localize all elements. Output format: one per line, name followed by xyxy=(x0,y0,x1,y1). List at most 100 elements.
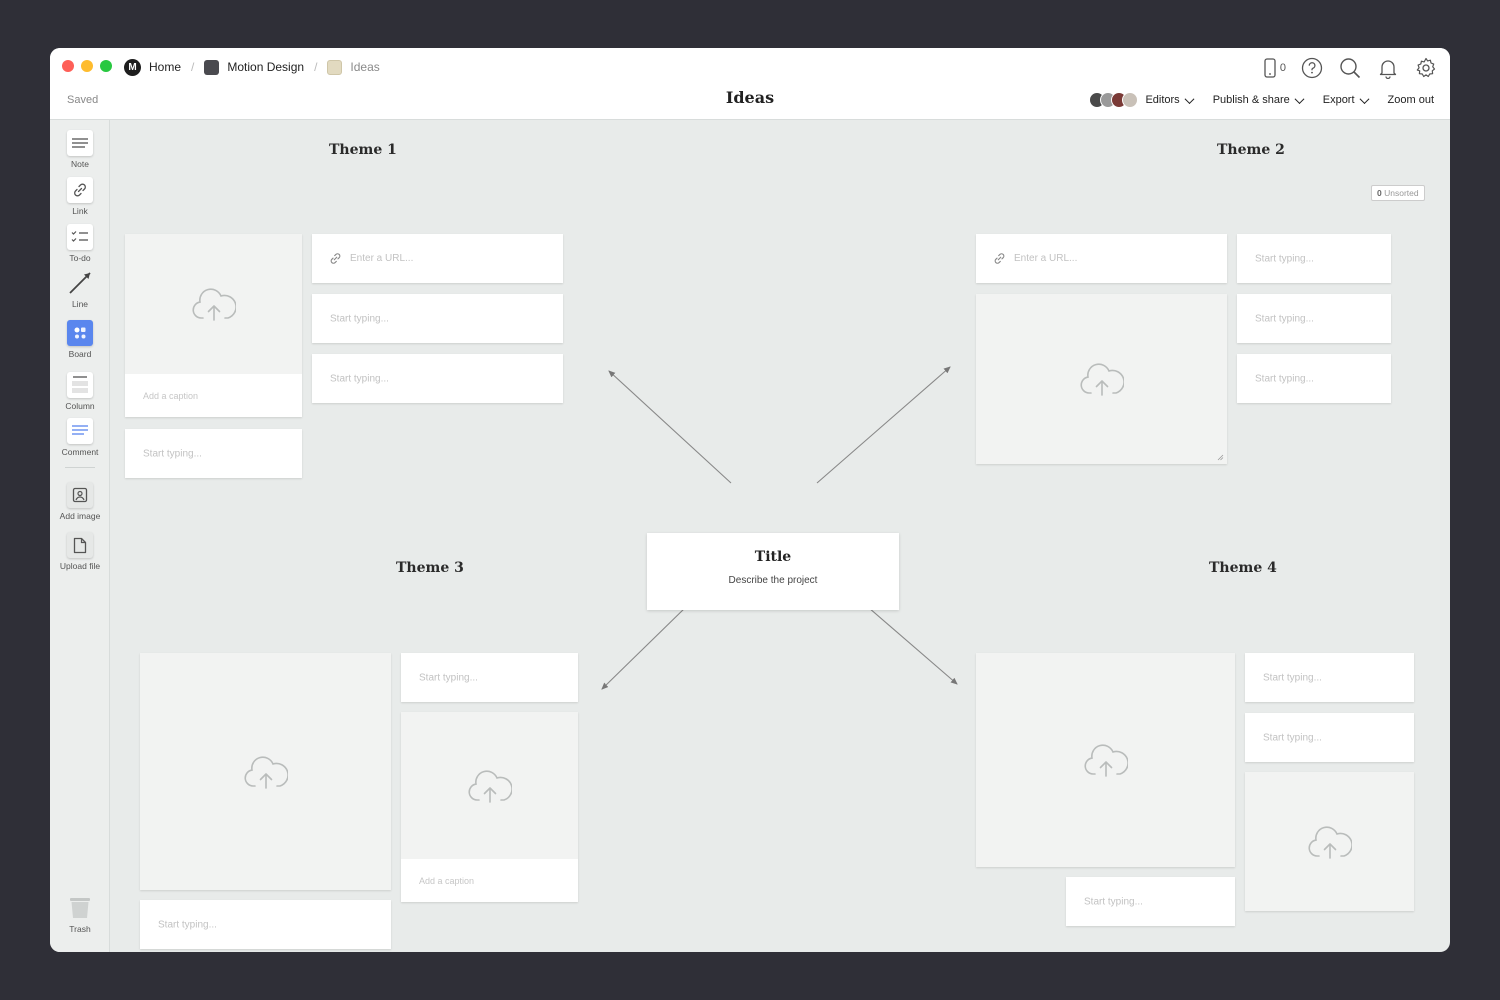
unsorted-badge[interactable]: 0 Unsorted xyxy=(1371,185,1425,201)
resize-handle-icon[interactable] xyxy=(1217,454,1224,461)
link-icon xyxy=(330,253,341,264)
breadcrumb-motion-design[interactable]: Motion Design xyxy=(204,59,304,75)
theme-1-title[interactable]: Theme 1 xyxy=(329,142,397,158)
tool-line[interactable]: Line xyxy=(50,270,110,309)
note-card[interactable]: Start typing... xyxy=(1237,354,1391,403)
note-card[interactable]: Start typing... xyxy=(1245,713,1414,762)
note-placeholder: Start typing... xyxy=(419,672,478,683)
phone-icon xyxy=(1264,58,1276,78)
caption-placeholder: Add a caption xyxy=(419,875,475,886)
board-title[interactable]: Ideas xyxy=(725,88,775,107)
image-card[interactable] xyxy=(140,653,391,890)
settings-button[interactable] xyxy=(1414,56,1438,80)
breadcrumb-home[interactable]: M Home xyxy=(124,58,181,76)
center-title-card[interactable]: Title Describe the project xyxy=(647,533,899,610)
note-placeholder: Start typing... xyxy=(1255,373,1314,384)
breadcrumb-ideas-label: Ideas xyxy=(350,60,380,74)
note-card[interactable]: Start typing... xyxy=(1237,294,1391,343)
tool-comment[interactable]: Comment xyxy=(50,418,110,457)
maximize-window-button[interactable] xyxy=(100,60,112,72)
chevron-down-icon xyxy=(1359,93,1369,104)
tool-board[interactable]: Board xyxy=(50,320,110,359)
caption-field[interactable]: Add a caption xyxy=(125,374,302,417)
board-canvas[interactable]: 0 Unsorted Theme 1 Add a caption Start t… xyxy=(111,120,1450,952)
note-card[interactable]: Start typing... xyxy=(140,900,391,949)
board-toolbar: Editors Publish & share Export Zoom out xyxy=(1089,92,1434,108)
note-placeholder: Start typing... xyxy=(330,373,389,384)
mobile-devices-button[interactable]: 0 xyxy=(1264,58,1286,78)
note-placeholder: Start typing... xyxy=(1263,732,1322,743)
note-card[interactable]: Start typing... xyxy=(1245,653,1414,702)
tool-upload-file[interactable]: Upload file xyxy=(50,532,110,571)
sidebar-divider xyxy=(65,467,95,468)
note-placeholder: Start typing... xyxy=(1255,253,1314,264)
note-card[interactable]: Start typing... xyxy=(312,294,563,343)
tool-column[interactable]: Column xyxy=(50,372,110,411)
title-bar: M Home / Motion Design / Ideas 0 xyxy=(50,48,1450,120)
image-card[interactable]: Add a caption xyxy=(125,234,302,417)
arrow-to-theme-2[interactable] xyxy=(816,366,951,484)
url-placeholder: Enter a URL... xyxy=(350,253,414,264)
image-card[interactable] xyxy=(1245,772,1414,911)
cloud-upload-icon xyxy=(1079,363,1124,396)
theme-4-title[interactable]: Theme 4 xyxy=(1209,560,1277,576)
publish-share-label: Publish & share xyxy=(1212,94,1290,106)
publish-share-menu[interactable]: Publish & share xyxy=(1212,93,1305,106)
image-card[interactable] xyxy=(976,653,1235,867)
breadcrumb-separator: / xyxy=(314,60,318,74)
image-card[interactable]: Add a caption xyxy=(401,712,578,902)
notifications-button[interactable] xyxy=(1376,56,1400,80)
tool-board-label: Board xyxy=(68,349,92,359)
breadcrumb-ideas[interactable]: Ideas xyxy=(327,59,380,75)
cloud-upload-icon xyxy=(243,755,288,789)
note-card[interactable]: Start typing... xyxy=(312,354,563,403)
chevron-down-icon xyxy=(1294,93,1305,104)
board-icon xyxy=(67,320,93,346)
editors-menu[interactable]: Editors xyxy=(1089,92,1195,108)
cloud-upload-icon xyxy=(1307,825,1352,859)
chevron-down-icon xyxy=(1184,93,1195,104)
note-card[interactable]: Start typing... xyxy=(401,653,578,702)
export-menu[interactable]: Export xyxy=(1322,93,1369,106)
tool-add-image[interactable]: Add image xyxy=(50,482,110,521)
trash-icon xyxy=(67,895,93,921)
export-label: Export xyxy=(1322,94,1355,106)
link-icon xyxy=(994,253,1005,264)
note-icon xyxy=(67,130,93,156)
tool-note[interactable]: Note xyxy=(50,130,110,169)
link-card[interactable]: Enter a URL... xyxy=(976,234,1227,283)
upload-area[interactable] xyxy=(401,712,578,859)
zoom-out-button[interactable]: Zoom out xyxy=(1388,94,1434,106)
tool-upload-file-label: Upload file xyxy=(59,561,101,571)
trash[interactable]: Trash xyxy=(50,895,110,934)
breadcrumb: M Home / Motion Design / Ideas xyxy=(124,58,380,76)
cloud-upload-icon xyxy=(191,288,236,321)
zoom-out-label: Zoom out xyxy=(1387,94,1434,106)
board-icon xyxy=(204,59,220,75)
caption-field[interactable]: Add a caption xyxy=(401,859,578,902)
theme-2-title[interactable]: Theme 2 xyxy=(1217,142,1285,158)
note-card[interactable]: Start typing... xyxy=(1066,877,1235,926)
center-card-description: Describe the project xyxy=(728,575,818,586)
note-placeholder: Start typing... xyxy=(330,313,389,324)
link-card[interactable]: Enter a URL... xyxy=(312,234,563,283)
theme-3-title[interactable]: Theme 3 xyxy=(396,560,464,576)
caption-placeholder: Add a caption xyxy=(143,390,199,401)
upload-area[interactable] xyxy=(125,234,302,374)
help-icon xyxy=(1301,57,1323,79)
image-card[interactable] xyxy=(976,294,1227,464)
column-icon xyxy=(67,372,93,398)
note-card[interactable]: Start typing... xyxy=(1237,234,1391,283)
milanote-logo-icon: M xyxy=(124,58,141,76)
note-card[interactable]: Start typing... xyxy=(125,429,302,478)
tool-todo-label: To-do xyxy=(69,253,91,263)
url-placeholder: Enter a URL... xyxy=(1014,253,1078,264)
tool-todo[interactable]: To-do xyxy=(50,224,110,263)
tool-link[interactable]: Link xyxy=(50,177,110,216)
minimize-window-button[interactable] xyxy=(81,60,93,72)
help-button[interactable] xyxy=(1300,56,1324,80)
arrow-to-theme-1[interactable] xyxy=(608,370,732,484)
close-window-button[interactable] xyxy=(62,60,74,72)
breadcrumb-separator: / xyxy=(191,60,195,74)
search-button[interactable] xyxy=(1338,56,1362,80)
